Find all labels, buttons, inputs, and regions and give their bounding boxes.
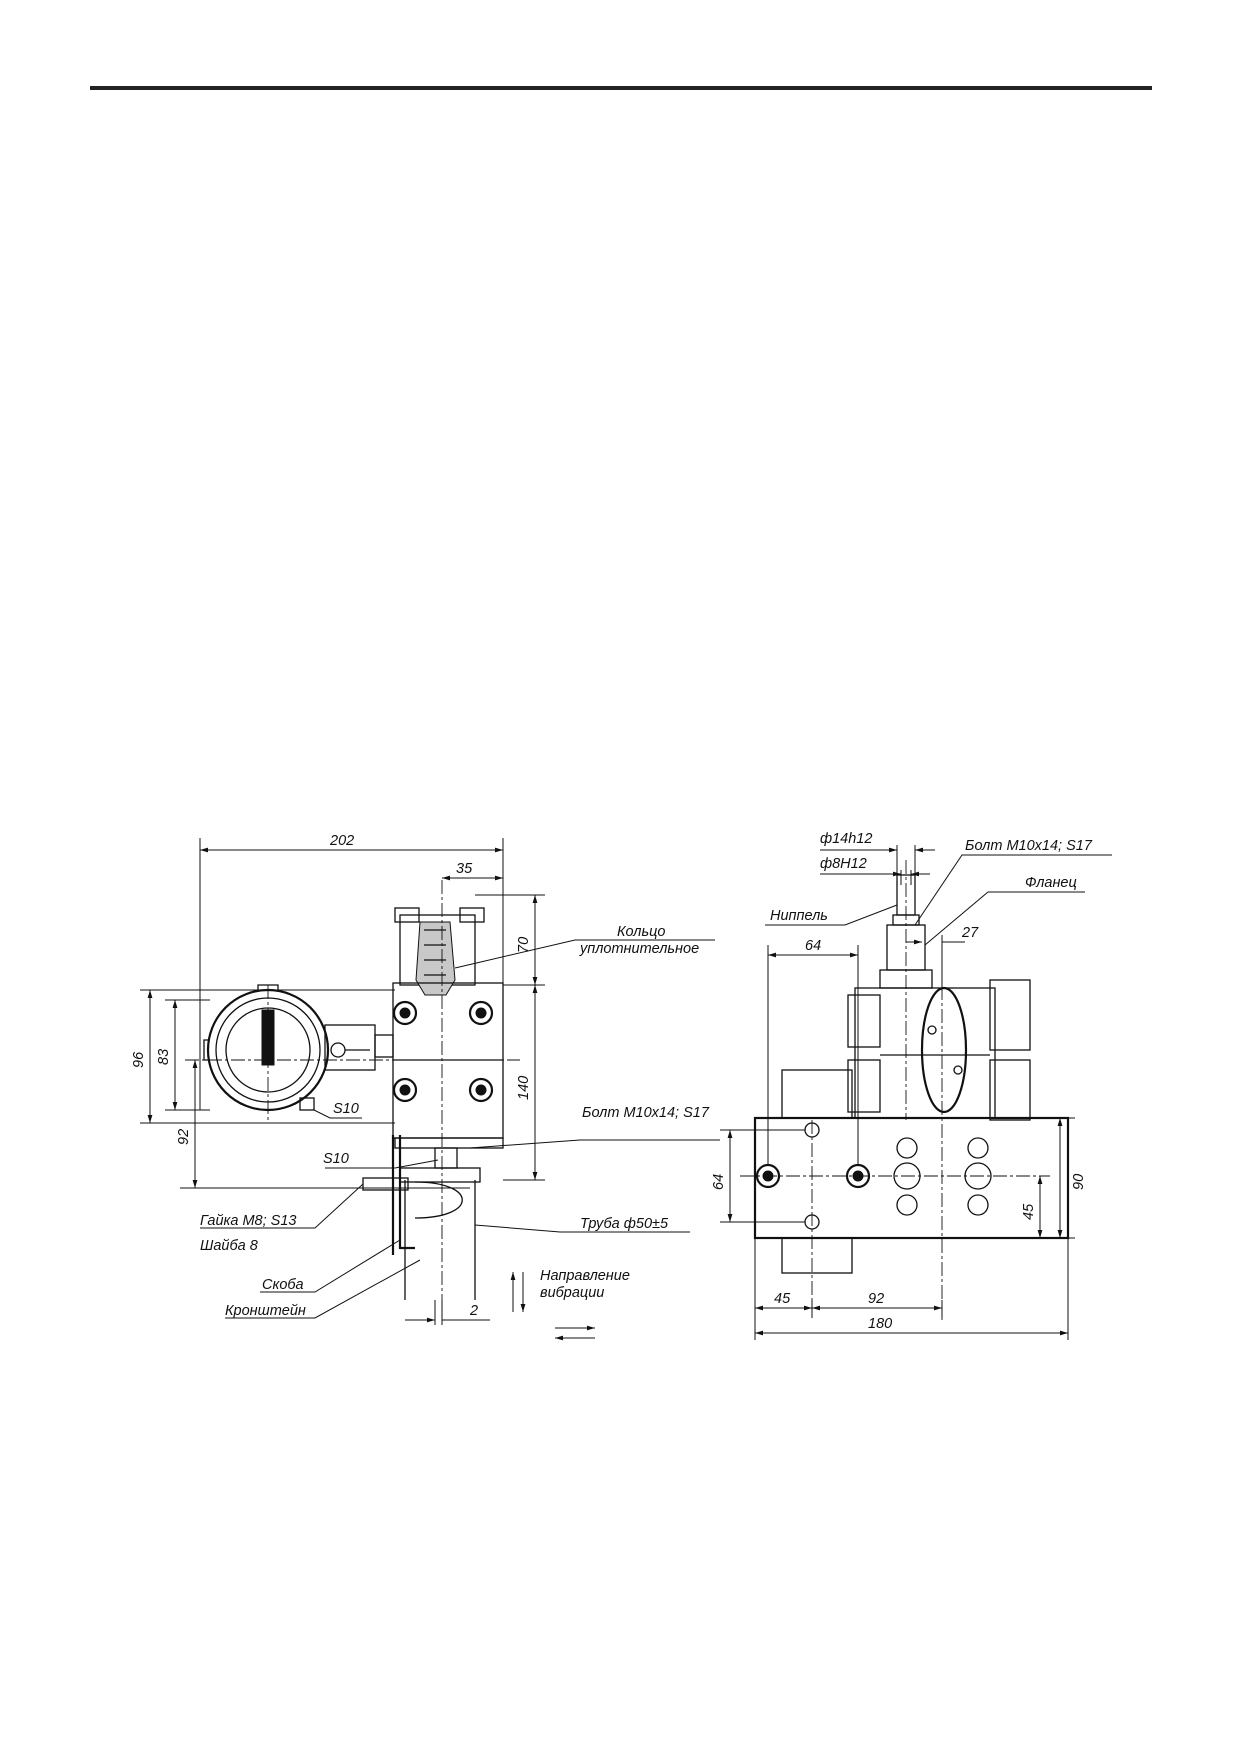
dim-96: 96 [131, 1051, 147, 1068]
sealing-ring-section [415, 921, 456, 996]
label-washer: Шайба 8 [200, 1238, 258, 1254]
label-s10-housing: S10 [333, 1101, 359, 1117]
housing-neck [324, 1024, 376, 1071]
manifold-plate [753, 1116, 1070, 1240]
label-vibration-1: Направление [540, 1268, 630, 1284]
dim-202: 202 [329, 833, 354, 849]
label-nipple: Ниппель [770, 908, 828, 924]
electronics-housing [203, 984, 394, 1112]
label-s10-bracket: S10 [323, 1151, 349, 1167]
pipe [404, 1180, 476, 1300]
label-bolt-left: Болт М10х14; S17 [582, 1105, 710, 1121]
pipe-stub-top [781, 1069, 853, 1119]
dim-d14: ф14h12 [820, 831, 872, 847]
left-dimensions [140, 838, 545, 1325]
right-leaders [765, 854, 1112, 946]
label-bolt-right: Болт М10х14; S17 [965, 838, 1093, 854]
dim-70: 70 [516, 937, 532, 953]
right-dimensions [720, 845, 1075, 1340]
dim-90: 90 [1071, 1174, 1087, 1190]
label-ring-1: Кольцо [617, 924, 665, 940]
cap-nut-left [394, 907, 420, 923]
dim-d8: ф8Н12 [820, 856, 867, 872]
dim-45-right: 45 [1021, 1203, 1037, 1220]
dim-83: 83 [156, 1049, 172, 1065]
vibration-arrows [510, 1272, 595, 1341]
dim-45-bottom: 45 [774, 1291, 791, 1307]
left-leaders [200, 939, 720, 1319]
dim-27: 27 [961, 925, 979, 941]
dim-92: 92 [176, 1129, 192, 1145]
left-view: 202 35 70 140 96 83 92 2 Кольцо уплотнит… [131, 833, 720, 1341]
dim-92-bottom: 92 [868, 1291, 884, 1307]
s10-nut [434, 1147, 458, 1169]
right-view: ф14h12 ф8Н12 Болт М10х14; S17 Фланец Нип… [711, 831, 1112, 1340]
dim-180: 180 [868, 1316, 892, 1332]
label-bracket: Кронштейн [225, 1303, 306, 1319]
label-nut: Гайка М8; S13 [200, 1213, 296, 1229]
label-vibration-2: вибрации [540, 1285, 604, 1301]
label-clamp: Скоба [262, 1277, 304, 1293]
dim-2: 2 [469, 1303, 478, 1319]
label-flange: Фланец [1025, 875, 1077, 891]
sensor-module [847, 979, 1031, 1121]
dim-64-top: 64 [805, 938, 821, 954]
dim-64-left: 64 [711, 1174, 727, 1190]
dim-35: 35 [456, 861, 473, 877]
label-pipe: Труба ф50±5 [580, 1216, 669, 1232]
pipe-stub-bottom [781, 1237, 853, 1274]
header-rule [90, 86, 1152, 90]
cap-nut-right [459, 907, 485, 923]
s10-nut-housing [299, 1097, 315, 1111]
label-ring-2: уплотнительное [579, 941, 699, 957]
dim-140: 140 [516, 1076, 532, 1100]
mounting-bracket [362, 1135, 481, 1255]
bolt-heads [392, 1000, 494, 1103]
